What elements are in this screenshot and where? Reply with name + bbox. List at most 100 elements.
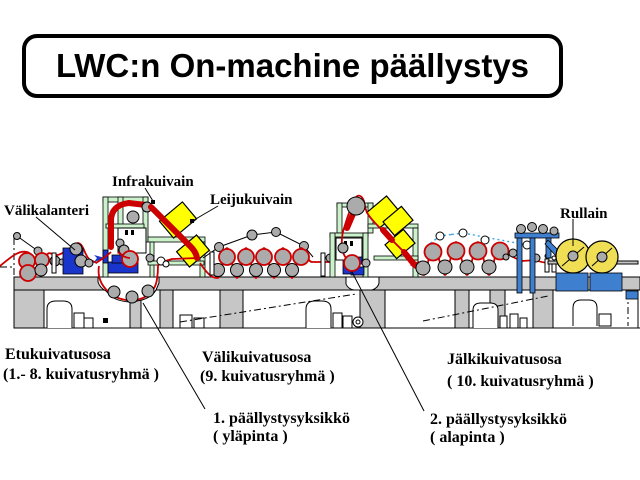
drying-cylinder bbox=[274, 248, 292, 266]
rope-run bbox=[427, 232, 464, 246]
drying-cylinder bbox=[255, 248, 273, 266]
drying-cylinder bbox=[218, 248, 236, 266]
leader-valikalanteri bbox=[35, 216, 76, 251]
roller bbox=[107, 285, 121, 299]
stand bbox=[544, 258, 550, 273]
reeler-frame bbox=[514, 232, 560, 239]
roller bbox=[508, 248, 518, 258]
front-drying-section bbox=[0, 232, 105, 282]
leader-coating-unit-1 bbox=[142, 302, 206, 410]
roller bbox=[145, 253, 155, 263]
leader-dot bbox=[151, 200, 155, 204]
coating-roll bbox=[343, 254, 361, 272]
pillar bbox=[13, 289, 45, 329]
roller bbox=[13, 232, 21, 240]
label-jalkikuivatusosa-detail: ( 10. kuivatusryhmä ) bbox=[447, 373, 594, 390]
drying-cylinder bbox=[237, 248, 255, 266]
coating-roll bbox=[121, 250, 139, 268]
coater-1 bbox=[102, 249, 139, 274]
pillar bbox=[159, 289, 174, 329]
valve-icon bbox=[131, 230, 134, 235]
roller bbox=[337, 242, 349, 254]
label-jalkikuivatusosa: Jälkikuivatusosa bbox=[447, 351, 562, 368]
deck-notch-coater-2 bbox=[345, 276, 380, 291]
label-valikuivatusosa: Välikuivatusosa bbox=[202, 349, 311, 366]
spreader-bar bbox=[320, 252, 326, 277]
felt-roll bbox=[271, 227, 281, 237]
web-band bbox=[380, 227, 395, 243]
roller bbox=[551, 255, 557, 261]
spreader-bar bbox=[209, 251, 215, 276]
roller bbox=[516, 224, 526, 234]
guide-roll bbox=[162, 260, 170, 268]
rope-sheave bbox=[458, 228, 468, 238]
roller bbox=[125, 290, 139, 304]
drying-cylinder bbox=[437, 259, 453, 275]
roller bbox=[502, 253, 510, 261]
title-box: LWC:n On-machine päällystys bbox=[22, 34, 563, 98]
infrared-dryer-band bbox=[344, 211, 356, 231]
broke-pulper-1 bbox=[46, 300, 108, 329]
drying-cylinder bbox=[481, 259, 497, 275]
valve-icon bbox=[350, 241, 353, 246]
felt-roll bbox=[246, 229, 258, 241]
calender-roll bbox=[84, 258, 94, 268]
centerline bbox=[422, 295, 549, 322]
coating-unit-1 bbox=[95, 196, 211, 304]
leader-dot bbox=[190, 219, 194, 223]
label-valikuivatusosa-detail: (9. kuivatusryhmä ) bbox=[200, 368, 335, 385]
drying-cylinder bbox=[285, 263, 299, 277]
reel-stand bbox=[589, 272, 623, 292]
leader-lines bbox=[35, 187, 574, 412]
reel-stand bbox=[555, 272, 589, 292]
leader-coating-unit-2 bbox=[351, 271, 425, 412]
label-coating-unit-2-detail: ( alapinta ) bbox=[430, 429, 505, 446]
roller bbox=[538, 224, 548, 234]
rope-sheave bbox=[480, 235, 490, 245]
spreader-bar bbox=[51, 252, 57, 274]
drying-cylinder bbox=[34, 263, 48, 277]
web-loop bbox=[97, 265, 159, 302]
reeler-foundation bbox=[552, 289, 639, 329]
valve-icon bbox=[125, 230, 128, 235]
label-etukuivatusosa: Etukuivatusosa bbox=[5, 346, 111, 363]
rope-sheave bbox=[435, 231, 445, 241]
label-leijukuivain: Leijukuivain bbox=[210, 192, 293, 208]
label-coating-unit-1: 1. päällystysyksikkö bbox=[213, 410, 350, 427]
drying-cylinder bbox=[19, 264, 37, 282]
pillar bbox=[454, 289, 470, 329]
infrared-dryer-band bbox=[108, 199, 149, 250]
web-direction-arrow bbox=[94, 255, 105, 262]
drying-cylinder bbox=[415, 260, 431, 276]
label-valikalanteri: Välikalanteri bbox=[4, 203, 89, 219]
calender-roll bbox=[69, 242, 83, 256]
roller bbox=[361, 258, 371, 268]
flotation-dryer-box bbox=[382, 205, 414, 237]
reeler bbox=[514, 222, 639, 300]
roller bbox=[527, 222, 537, 232]
coating-unit-2 bbox=[329, 194, 421, 278]
drying-cylinder bbox=[249, 263, 263, 277]
roller bbox=[346, 196, 366, 216]
felt-roll bbox=[214, 242, 224, 252]
labels: Välikalanteri Infrakuivain Leijukuivain … bbox=[3, 174, 608, 446]
broke-pulper-2 bbox=[305, 300, 364, 329]
web-path bbox=[117, 251, 131, 259]
drying-group-9 bbox=[199, 227, 335, 279]
coater-2 bbox=[342, 254, 371, 276]
web-band bbox=[401, 249, 416, 266]
leader-infrakuivain bbox=[144, 187, 154, 202]
label-coating-unit-2: 2. päällystysyksikkö bbox=[430, 411, 567, 428]
pillar bbox=[219, 289, 244, 329]
rope-run bbox=[462, 232, 528, 246]
reel-hub bbox=[596, 251, 608, 263]
drying-cylinder bbox=[459, 259, 475, 275]
pillar bbox=[532, 289, 554, 329]
web-path bbox=[95, 251, 112, 264]
reeler-frame bbox=[529, 237, 536, 294]
broke-pulper-3 bbox=[472, 302, 528, 329]
label-etukuivatusosa-detail: (1.- 8. kuivatusryhmä ) bbox=[3, 366, 159, 383]
drying-cylinder bbox=[468, 241, 488, 261]
